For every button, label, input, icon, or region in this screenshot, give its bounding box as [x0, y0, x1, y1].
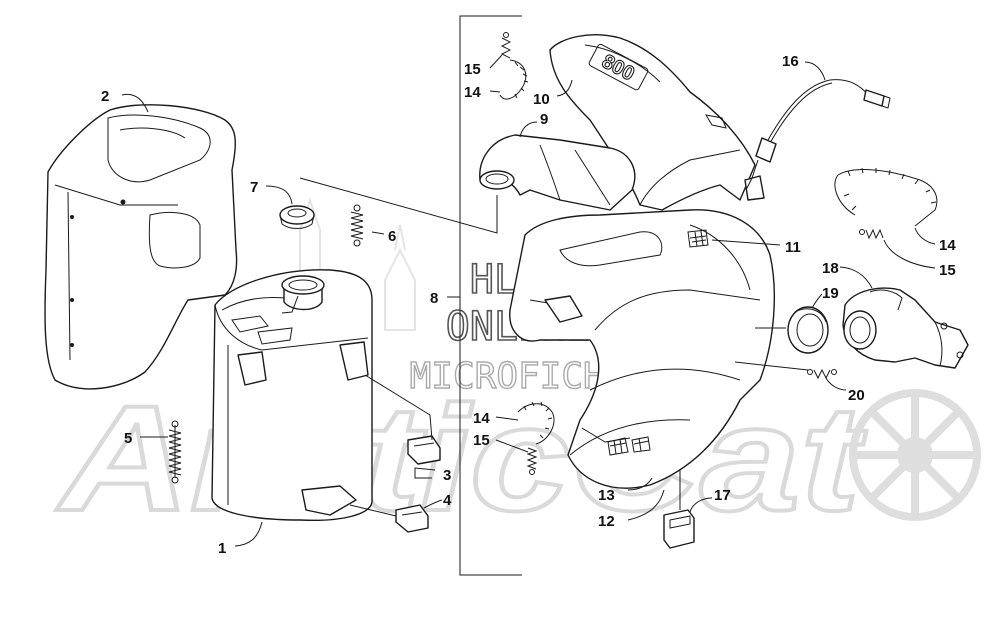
- leader-4-ref: [349, 504, 397, 517]
- grommet-part-7: [279, 205, 315, 229]
- watermark-microfiche: MICROFICHE: [410, 356, 627, 397]
- rubber-mount-part-4: [395, 504, 429, 533]
- leader-6: [371, 231, 385, 235]
- callout-15-right: 15: [939, 262, 956, 279]
- callout-2: 2: [101, 88, 109, 105]
- spring-part-15-right: [859, 228, 884, 240]
- callout-1: 1: [218, 540, 226, 557]
- leader-15-right: [883, 239, 936, 269]
- expansion-chamber-part-12: [509, 175, 775, 489]
- leader-14-right: [914, 227, 936, 245]
- callout-14-top: 14: [464, 84, 481, 101]
- callout-17: 17: [714, 487, 731, 504]
- leader-15-bottom: [495, 439, 529, 453]
- leader-14-top: [489, 90, 501, 93]
- rubber-block-part-17: [663, 509, 695, 549]
- assembly-bracket-8: [459, 15, 522, 576]
- clamp-part-14-bottom: [517, 401, 555, 445]
- callout-15-bottom: 15: [473, 432, 490, 449]
- leader-10: [556, 79, 573, 97]
- leader-2: [121, 93, 149, 113]
- callout-20: 20: [848, 387, 865, 404]
- callout-7: 7: [250, 179, 258, 196]
- callout-12: 12: [598, 513, 615, 530]
- spring-part-5: [168, 420, 182, 484]
- seal-ring-part-19: [787, 306, 829, 354]
- leader-9: [519, 121, 538, 138]
- callout-18: 18: [822, 260, 839, 277]
- leader-14-bottom: [495, 416, 519, 421]
- callout-8: 8: [430, 290, 438, 307]
- leader-4: [423, 499, 443, 509]
- manifold-part-18: [842, 287, 969, 369]
- callout-6: 6: [388, 228, 396, 245]
- spring-part-20: [807, 368, 837, 380]
- leader-16: [804, 61, 826, 81]
- leader-11: [711, 239, 781, 246]
- leader-7-ref: [299, 177, 498, 234]
- watermark-wheel-icon: [849, 389, 981, 521]
- clamp-part-14-right: [834, 167, 938, 227]
- heat-pad-part-13: [607, 436, 651, 456]
- spring-part-6: [350, 204, 364, 247]
- leader-3-ref: [364, 374, 433, 441]
- callout-10: 10: [533, 91, 550, 108]
- callout-14-right: 14: [939, 237, 956, 254]
- leader-1: [234, 521, 263, 547]
- callout-15-top: 15: [464, 61, 481, 78]
- rubber-mount-part-3: [407, 435, 441, 465]
- muffler-cover-part-10: 800: [549, 34, 756, 211]
- leader-15-top: [489, 54, 503, 69]
- callout-3: 3: [443, 467, 451, 484]
- leader-13: [627, 477, 653, 491]
- leader-20: [825, 377, 847, 391]
- leader-7: [265, 185, 293, 205]
- callout-11: 11: [785, 239, 801, 256]
- leader-12: [627, 489, 665, 521]
- leader-20-ref: [734, 361, 809, 371]
- leader-18: [839, 266, 873, 289]
- callout-5: 5: [124, 430, 132, 447]
- callout-9: 9: [540, 111, 548, 128]
- sensor-part-16: [745, 79, 891, 191]
- spring-part-15-top: [500, 32, 512, 59]
- callout-13: 13: [598, 487, 615, 504]
- leader-17: [689, 497, 713, 513]
- leader-3: [414, 467, 436, 479]
- heat-shield-part-2: [44, 104, 238, 390]
- muffler-part-1: [211, 269, 373, 522]
- callout-16: 16: [782, 53, 799, 70]
- callout-19: 19: [822, 285, 839, 302]
- inlet-pipe-part-9: [479, 134, 636, 211]
- callout-14-bottom: 14: [473, 410, 490, 427]
- heat-pad-part-11: [687, 229, 709, 248]
- spring-part-15-bottom: [526, 447, 538, 475]
- leader-19: [811, 293, 823, 309]
- clamp-part-14-top: [499, 59, 529, 100]
- callout-4: 4: [443, 492, 452, 509]
